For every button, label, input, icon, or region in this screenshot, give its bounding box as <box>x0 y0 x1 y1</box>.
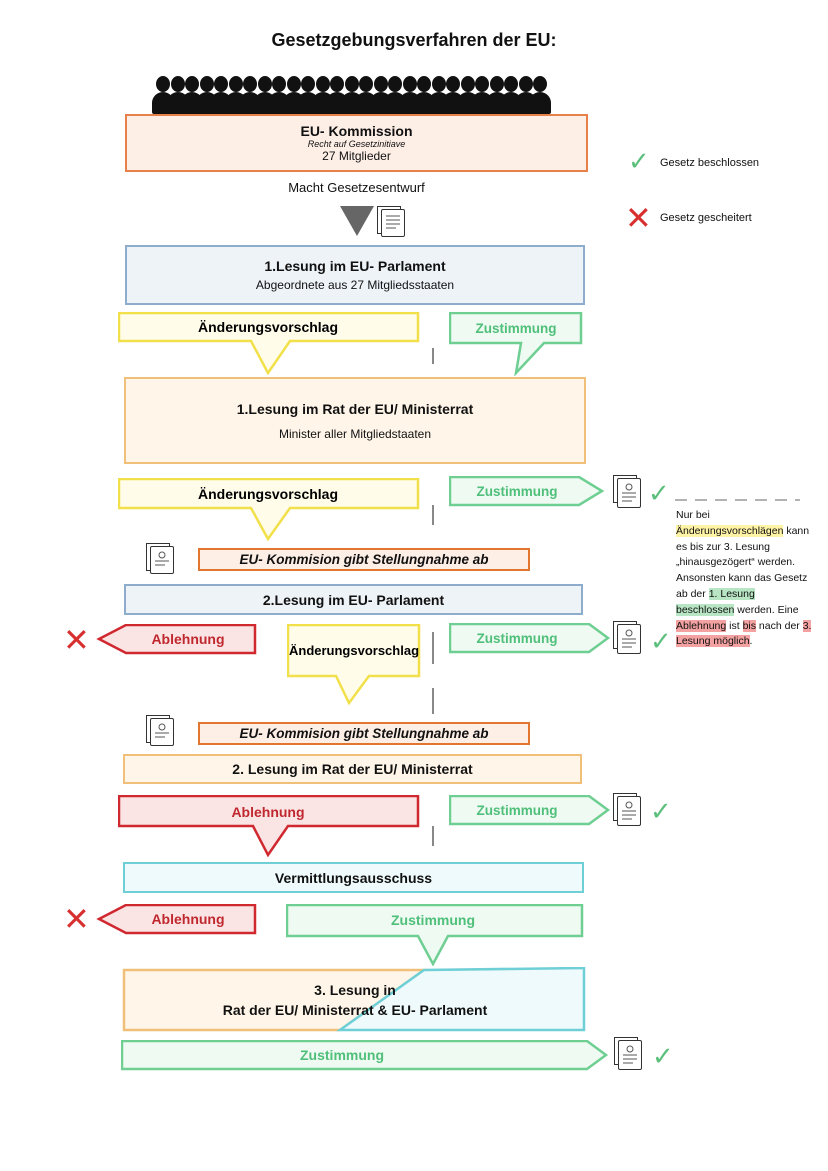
divider <box>432 688 434 714</box>
reading-3-box <box>122 967 586 1032</box>
final-approval-arrow: Zustimmung <box>121 1040 609 1071</box>
approval-arrow-2: Zustimmung <box>449 476 605 507</box>
amendment-label: Änderungsvorschlag <box>289 643 419 658</box>
commission-members-icon <box>152 76 556 114</box>
law-document-icon <box>613 621 641 654</box>
rejection-arrow-2: Ablehnung <box>96 904 257 935</box>
document-icon <box>146 543 174 574</box>
approval-label: Zustimmung <box>476 321 557 336</box>
commission-statement-2: EU- Kommision gibt Stellungnahme ab <box>198 722 530 745</box>
approval-callout-5: Zustimmung <box>286 904 584 966</box>
approval-label: Zustimmung <box>477 631 558 646</box>
reading-3-line2: Rat der EU/ Ministerrat & EU- Parlament <box>222 1002 488 1018</box>
commission-action: Macht Gesetzesentwurf <box>288 180 425 195</box>
check-icon: ✓ <box>650 796 672 826</box>
conciliation-committee-title: Vermittlungsausschuss <box>274 869 433 886</box>
law-document-icon <box>613 793 641 826</box>
council-reading-1-sub: Minister aller Mitgliedstaaten <box>278 426 432 441</box>
amendment-callout-1: Änderungsvorschlag <box>118 312 420 376</box>
check-icon: ✓ <box>648 478 670 508</box>
approval-label: Zustimmung <box>477 803 558 818</box>
cross-icon: ✕ <box>63 901 90 937</box>
commission-statement-2-label: EU- Kommision gibt Stellungnahme ab <box>239 726 489 741</box>
parliament-reading-1-sub: Abgeordnete aus 27 Mitgliedsstaaten <box>255 278 455 292</box>
rejection-label: Ablehnung <box>151 911 224 927</box>
divider <box>432 826 434 846</box>
commission-statement-1-label: EU- Kommision gibt Stellungnahme ab <box>239 552 489 567</box>
reading-3-text: 3. Lesung in Rat der EU/ Ministerrat & E… <box>124 972 586 1028</box>
conciliation-committee: Vermittlungsausschuss <box>123 862 584 893</box>
commission-statement-1: EU- Kommision gibt Stellungnahme ab <box>198 548 530 571</box>
amendment-label: Änderungsvorschlag <box>198 486 338 502</box>
approval-label: Zustimmung <box>391 912 475 928</box>
parliament-reading-1: 1.Lesung im EU- Parlament Abgeordnete au… <box>125 245 585 305</box>
document-icon <box>146 715 174 746</box>
council-reading-1-title: 1.Lesung im Rat der EU/ Ministerrat <box>236 400 474 417</box>
check-icon: ✓ <box>628 146 650 176</box>
rejection-arrow-1: Ablehnung <box>96 624 257 655</box>
council-reading-2-title: 2. Lesung im Rat der EU/ Ministerrat <box>232 761 473 777</box>
reading-3-line1: 3. Lesung in <box>314 982 396 998</box>
amendment-label: Änderungsvorschlag <box>198 319 338 335</box>
approval-label: Zustimmung <box>477 484 558 499</box>
council-reading-2: 2. Lesung im Rat der EU/ Ministerrat <box>123 754 582 784</box>
parliament-reading-2-title: 2.Lesung im EU- Parlament <box>262 591 445 608</box>
commission-box: EU- Kommission Recht auf Gesetzinitiave … <box>125 114 588 172</box>
law-document-icon <box>613 475 641 508</box>
note-text: Nur bei Änderungsvorschlägen kann es bis… <box>676 509 812 648</box>
law-document-icon <box>614 1037 642 1070</box>
approval-arrow-4: Zustimmung <box>449 795 611 826</box>
cross-icon: ✕ <box>625 200 652 236</box>
amendment-callout-2: Änderungsvorschlag <box>118 478 420 542</box>
check-icon: ✓ <box>650 626 672 656</box>
divider <box>432 632 434 664</box>
approval-label: Zustimmung <box>300 1047 384 1063</box>
commission-name: EU- Kommission <box>300 123 413 139</box>
council-reading-1: 1.Lesung im Rat der EU/ Ministerrat Mini… <box>124 377 586 464</box>
commission-members: 27 Mitglieder <box>322 149 391 163</box>
amendment-callout-3: Änderungsvorschlag <box>287 624 421 706</box>
cross-icon: ✕ <box>63 622 90 658</box>
rejection-label: Ablehnung <box>231 804 304 820</box>
divider <box>432 348 434 364</box>
legend-passed: Gesetz beschlossen <box>660 157 760 169</box>
check-icon: ✓ <box>652 1041 674 1071</box>
down-triangle-icon <box>340 206 374 236</box>
note-divider <box>675 499 800 501</box>
legend-failed: Gesetz gescheitert <box>660 212 752 224</box>
approval-arrow-3: Zustimmung <box>449 623 611 654</box>
approval-callout-1: Zustimmung <box>449 312 583 376</box>
page-title: Gesetzgebungsverfahren der EU: <box>271 30 557 50</box>
person-silhouette-icon <box>529 76 551 114</box>
parliament-reading-1-title: 1.Lesung im EU- Parlament <box>264 258 446 274</box>
document-icon <box>377 206 405 237</box>
rejection-label: Ablehnung <box>151 631 224 647</box>
rejection-callout: Ablehnung <box>118 795 420 858</box>
divider <box>432 505 434 525</box>
commission-subtitle: Recht auf Gesetzinitiave <box>307 139 406 149</box>
parliament-reading-2: 2.Lesung im EU- Parlament <box>124 584 583 615</box>
